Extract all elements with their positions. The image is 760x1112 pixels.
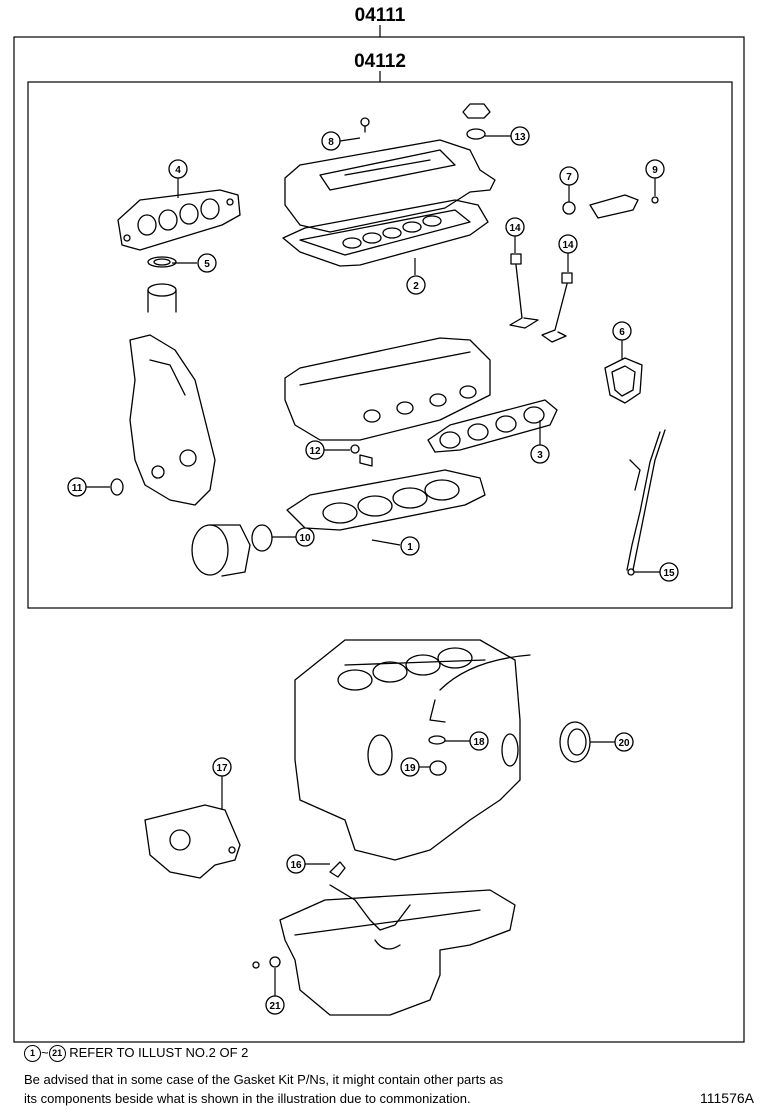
callout-17: 17: [216, 763, 228, 774]
exhaust-manifold-gasket: [117, 189, 241, 251]
fuel-injector: [562, 194, 659, 219]
dipstick-guide: [626, 429, 666, 571]
plug-12: [350, 444, 360, 454]
illustration-id: 111576A: [700, 1090, 754, 1106]
strainer-gasket: [329, 861, 346, 878]
callout-9: 9: [652, 165, 658, 176]
gasket-18: [428, 735, 446, 745]
cylinder-head-gasket: [286, 469, 486, 531]
cylinder-head: [284, 337, 491, 441]
oil-pan: [279, 889, 516, 1016]
callout-5: 5: [204, 259, 210, 270]
advise-note-line-1: Be advised that in some case of the Gask…: [24, 1072, 504, 1087]
seal-19: [429, 760, 447, 776]
refer-note-text: REFER TO ILLUST NO.2 OF 2: [69, 1045, 249, 1060]
d-ring-gasket: [604, 357, 643, 404]
callout-10: 10: [299, 533, 311, 544]
drain-plug-gasket: [269, 956, 281, 968]
oil-seal-11: [110, 478, 124, 496]
callout-15: 15: [663, 568, 675, 579]
callout-2: 2: [413, 281, 419, 292]
intake-manifold-gasket: [427, 399, 558, 453]
bolt-12: [359, 454, 373, 467]
callout-4: 4: [175, 165, 181, 176]
callout-11: 11: [72, 483, 83, 494]
crank-pulley: [191, 524, 273, 577]
callout-20: 20: [618, 738, 630, 749]
callout-6: 6: [619, 327, 625, 338]
outer-kit-part-number: 04111: [355, 5, 406, 26]
valves: [509, 253, 573, 343]
callout-7: 7: [566, 172, 572, 183]
callout-14a: 14: [509, 223, 521, 234]
callout-16: 16: [290, 860, 302, 871]
callout-circles: [67, 126, 679, 1015]
advise-note-line-2: its components beside what is shown in t…: [24, 1091, 471, 1106]
callout-8: 8: [328, 137, 334, 148]
callout-12: 12: [309, 446, 321, 457]
refer-note: 1~21 REFER TO ILLUST NO.2 OF 2: [24, 1045, 249, 1063]
refer-range-end: 21: [48, 1045, 66, 1063]
inner-kit-frame: [27, 81, 733, 609]
cylinder-block: [294, 639, 531, 861]
inner-kit-part-number: 04112: [354, 51, 406, 72]
refer-range-start: 1: [24, 1045, 41, 1063]
head-cover-gasket: [282, 199, 489, 267]
callout-21: 21: [269, 1001, 281, 1012]
timing-chain-cover: [129, 334, 216, 506]
outer-kit-frame: [13, 36, 745, 1043]
callout-1: 1: [407, 542, 413, 553]
callout-13: 13: [514, 132, 526, 143]
pipe-gasket: [147, 256, 177, 313]
oil-strainer: [329, 884, 411, 950]
cylinder-head-cover: [284, 103, 496, 233]
callout-14b: 14: [562, 240, 574, 251]
dipstick-bracket: [629, 459, 641, 491]
callout-18: 18: [473, 737, 485, 748]
refer-range-separator: ~: [41, 1045, 49, 1060]
callout-leaders: [86, 135, 660, 996]
oil-pump: [144, 804, 241, 879]
callout-3: 3: [537, 450, 543, 461]
callout-19: 19: [404, 763, 416, 774]
